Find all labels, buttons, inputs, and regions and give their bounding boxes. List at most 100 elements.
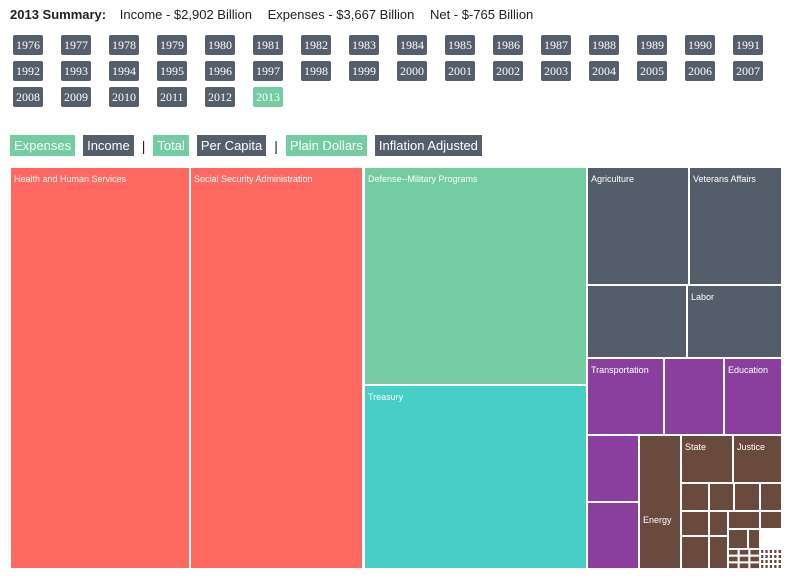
treemap-tile-unlabeled-11[interactable] xyxy=(586,434,640,503)
year-button-1989[interactable]: 1989 xyxy=(637,35,667,55)
treemap-micro-tile[interactable] xyxy=(737,548,751,557)
treemap-subtile[interactable] xyxy=(680,510,710,537)
treemap-micro-tile[interactable] xyxy=(727,554,740,564)
treemap-label-energy: Energy xyxy=(643,515,672,525)
year-button-1998[interactable]: 1998 xyxy=(301,61,331,81)
plain-dollars-toggle[interactable]: Plain Dollars xyxy=(285,135,367,156)
treemap-micro-tile[interactable] xyxy=(748,548,762,557)
year-button-1997[interactable]: 1997 xyxy=(253,61,283,81)
treemap-micro-tile[interactable] xyxy=(776,563,783,570)
year-button-2008[interactable]: 2008 xyxy=(13,87,43,107)
year-button-2005[interactable]: 2005 xyxy=(637,61,667,81)
year-button-1981[interactable]: 1981 xyxy=(253,35,283,55)
treemap-tile-unlabeled-6[interactable] xyxy=(586,284,688,359)
treemap-tile-unlabeled-12[interactable] xyxy=(586,501,640,570)
year-button-2000[interactable]: 2000 xyxy=(397,61,427,81)
treemap-micro-tile[interactable] xyxy=(737,561,751,571)
treemap-tile-health-and-human-services[interactable] xyxy=(9,166,191,570)
year-button-1994[interactable]: 1994 xyxy=(109,61,139,81)
treemap-subtile[interactable] xyxy=(759,510,783,530)
summary-expenses: Expenses - $3,667 Billion xyxy=(267,7,415,22)
per-capita-toggle[interactable]: Per Capita xyxy=(196,135,267,156)
summary-bar: 2013 Summary: Income - $2,902 Billion Ex… xyxy=(10,6,545,24)
treemap-tile-education[interactable] xyxy=(723,357,783,436)
year-button-1996[interactable]: 1996 xyxy=(205,61,235,81)
year-button-1984[interactable]: 1984 xyxy=(397,35,427,55)
year-button-1987[interactable]: 1987 xyxy=(541,35,571,55)
inflation-adjusted-toggle[interactable]: Inflation Adjusted xyxy=(374,135,482,156)
treemap-label-transportation: Transportation xyxy=(591,365,649,375)
year-button-2013[interactable]: 2013 xyxy=(253,87,283,107)
treemap-subtile[interactable] xyxy=(680,535,710,570)
year-button-2003[interactable]: 2003 xyxy=(541,61,571,81)
treemap-tile-energy[interactable] xyxy=(638,434,682,570)
treemap-subtile[interactable] xyxy=(727,528,749,550)
treemap-micro-tile[interactable] xyxy=(727,561,740,571)
year-button-1988[interactable]: 1988 xyxy=(589,35,619,55)
treemap-label-labor: Labor xyxy=(691,292,714,302)
summary-title: 2013 Summary: xyxy=(10,7,107,22)
year-button-2012[interactable]: 2012 xyxy=(205,87,235,107)
treemap-label-veterans-affairs: Veterans Affairs xyxy=(693,174,756,184)
summary-income: Income - $2,902 Billion xyxy=(119,7,252,22)
treemap-micro-tile[interactable] xyxy=(737,554,751,564)
treemap-subtile[interactable] xyxy=(747,528,761,550)
year-button-1993[interactable]: 1993 xyxy=(61,61,91,81)
treemap-tile-unlabeled-9[interactable] xyxy=(663,357,725,436)
year-button-2007[interactable]: 2007 xyxy=(733,61,763,81)
treemap-label-health-and-human-services: Health and Human Services xyxy=(14,174,127,184)
treemap-label-justice: Justice xyxy=(737,442,765,452)
treemap-tile-transportation[interactable] xyxy=(586,357,665,436)
treemap-tile-defense-military-programs[interactable] xyxy=(363,166,588,386)
year-button-1978[interactable]: 1978 xyxy=(109,35,139,55)
treemap-subtile[interactable] xyxy=(727,510,761,530)
year-button-1983[interactable]: 1983 xyxy=(349,35,379,55)
treemap-subtile[interactable] xyxy=(759,482,783,512)
treemap-subtile[interactable] xyxy=(708,535,729,570)
treemap-tile-state[interactable] xyxy=(680,434,734,484)
treemap-subtile[interactable] xyxy=(733,482,761,512)
income-toggle[interactable]: Income xyxy=(83,135,134,156)
total-toggle[interactable]: Total xyxy=(153,135,189,156)
summary-net: Net - $-765 Billion xyxy=(429,7,534,22)
year-button-1976[interactable]: 1976 xyxy=(13,35,43,55)
treemap-label-treasury: Treasury xyxy=(368,392,404,402)
year-button-1982[interactable]: 1982 xyxy=(301,35,331,55)
treemap-label-agriculture: Agriculture xyxy=(591,174,634,184)
treemap-label-state: State xyxy=(685,442,706,452)
year-button-1979[interactable]: 1979 xyxy=(157,35,187,55)
year-button-1980[interactable]: 1980 xyxy=(205,35,235,55)
year-button-2002[interactable]: 2002 xyxy=(493,61,523,81)
year-button-1990[interactable]: 1990 xyxy=(685,35,715,55)
treemap-tile-treasury[interactable] xyxy=(363,384,588,570)
treemap-tile-agriculture[interactable] xyxy=(586,166,690,286)
treemap-micro-tile[interactable] xyxy=(748,554,762,564)
year-button-1991[interactable]: 1991 xyxy=(733,35,763,55)
year-button-1977[interactable]: 1977 xyxy=(61,35,91,55)
year-button-1992[interactable]: 1992 xyxy=(13,61,43,81)
year-button-1999[interactable]: 1999 xyxy=(349,61,379,81)
treemap-subtile[interactable] xyxy=(708,482,735,512)
year-button-1995[interactable]: 1995 xyxy=(157,61,187,81)
year-button-2006[interactable]: 2006 xyxy=(685,61,715,81)
control-separator: | xyxy=(141,137,146,154)
control-separator: | xyxy=(274,137,278,154)
expenses-toggle[interactable]: Expenses xyxy=(10,135,76,156)
year-button-2004[interactable]: 2004 xyxy=(589,61,619,81)
treemap-subtile[interactable] xyxy=(708,510,729,537)
year-button-2009[interactable]: 2009 xyxy=(61,87,91,107)
treemap-label-social-security-administration: Social Security Administration xyxy=(194,174,313,184)
treemap-tile-veterans-affairs[interactable] xyxy=(688,166,783,286)
treemap-subtile[interactable] xyxy=(680,482,710,512)
year-button-2010[interactable]: 2010 xyxy=(109,87,139,107)
year-button-1985[interactable]: 1985 xyxy=(445,35,475,55)
treemap-micro-tile[interactable] xyxy=(727,548,740,557)
year-button-2011[interactable]: 2011 xyxy=(157,87,187,107)
year-button-1986[interactable]: 1986 xyxy=(493,35,523,55)
view-controls: Expenses Income | Total Per Capita | Pla… xyxy=(10,135,490,156)
treemap-tile-social-security-administration[interactable] xyxy=(189,166,364,570)
treemap-label-education: Education xyxy=(728,365,768,375)
treemap-micro-tile[interactable] xyxy=(748,561,762,571)
year-button-2001[interactable]: 2001 xyxy=(445,61,475,81)
